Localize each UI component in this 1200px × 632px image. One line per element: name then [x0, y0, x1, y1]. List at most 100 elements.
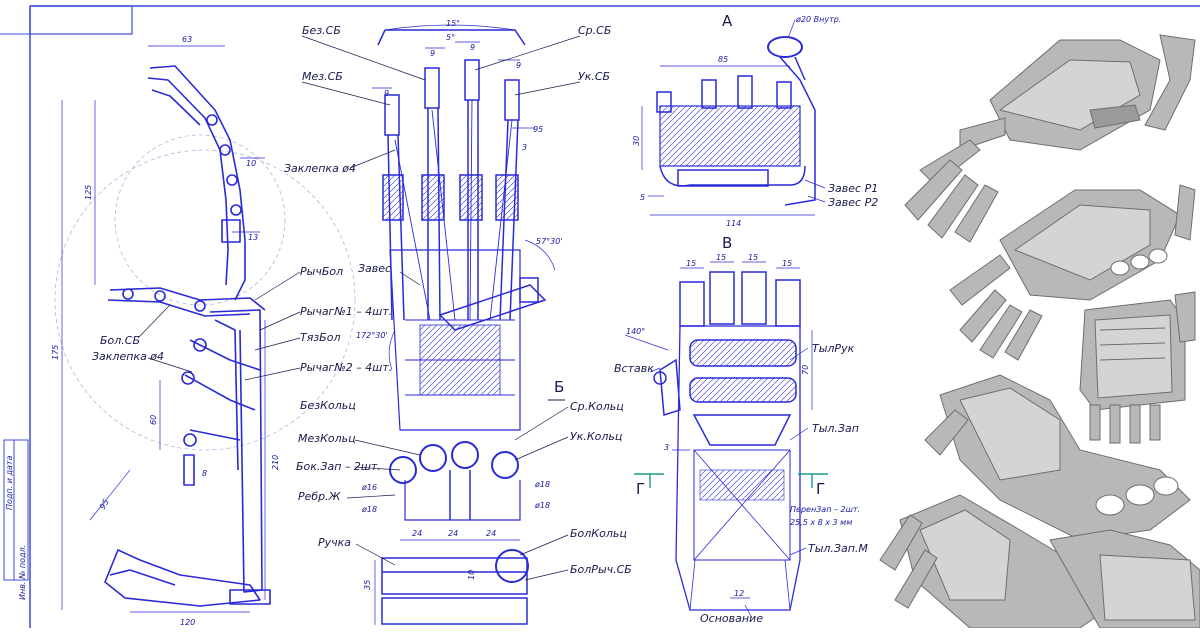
- dim-side-8: 8: [202, 469, 207, 478]
- render-mid-right: [1079, 291, 1196, 444]
- dim-side-60: 60: [149, 415, 158, 425]
- label-bol-sb: Бол.СБ: [100, 334, 140, 347]
- view-a: [641, 19, 826, 216]
- dim-front-9d: 9: [384, 89, 389, 98]
- dim-v-70: 70: [801, 365, 810, 375]
- dim-front-57: 57°30': [536, 237, 563, 246]
- label-sr-sb: Ср.СБ: [578, 24, 611, 37]
- dim-side-95: 95: [98, 498, 111, 511]
- label-osnovanie: Основание: [700, 612, 763, 625]
- stamp-side-2: Инв. № подл.: [18, 545, 27, 600]
- dim-a-114: 114: [726, 219, 741, 228]
- label-bol-rych: БолРыч.СБ: [570, 563, 632, 576]
- label-uk-kolc: Ук.Кольц: [570, 430, 622, 443]
- render-mid-left: [949, 184, 1196, 361]
- label-tyl-ruk: ТылРук: [812, 342, 855, 355]
- dim-v-3: 3: [664, 443, 669, 452]
- dim-a-30: 30: [632, 136, 641, 146]
- label-tyl-zap-m: Тыл.Зап.М: [808, 542, 868, 555]
- view-a-annotations: А ø20 Внутр. 85 30 5 114 Завес Р1 Завес …: [632, 12, 878, 228]
- render-bottom-upper: [924, 374, 1191, 541]
- label-peren-zap: ПеренЗап – 2шт.: [790, 505, 860, 514]
- side-view-labels: РычБол Рычаг№1 – 4шт. ТязБол Рычаг№2 – 4…: [92, 265, 392, 412]
- label-zaves-r1: Завес Р1: [828, 182, 878, 195]
- dim-front-9b: 9: [470, 43, 475, 52]
- label-sr-kolc: Ср.Кольц: [570, 400, 624, 413]
- dim-front-15deg: 15°: [446, 19, 460, 28]
- label-bok-zap: Бок.Зап – 2шт.: [296, 460, 381, 473]
- dim-side-125: 125: [84, 185, 93, 200]
- dim-side-210: 210: [271, 455, 280, 470]
- label-rychag2: Рычаг№2 – 4шт.: [300, 361, 392, 374]
- label-vstavk: Вставк: [614, 362, 654, 375]
- dim-front-d18a: ø18: [361, 505, 377, 514]
- label-rych-bol: РычБол: [300, 265, 343, 278]
- dim-side-13: 13: [248, 233, 258, 242]
- dim-front-d16: ø16: [361, 483, 377, 492]
- label-ruchka: Ручка: [318, 536, 351, 549]
- dim-front-24b: 24: [448, 529, 458, 538]
- dim-v-12: 12: [734, 589, 744, 598]
- dim-front-9c: 9: [516, 61, 521, 70]
- label-mez-kolc: МезКольц: [298, 432, 356, 445]
- label-tyl-zap: Тыл.Зап: [812, 422, 859, 435]
- stamp-side-1: Подп. и дата: [5, 455, 14, 510]
- front-view-dimensions: 15° 5° 9 9 9 9 95 3 57°30' 172°30' 24 24…: [356, 19, 563, 590]
- label-mez-sb: Мез.СБ: [302, 70, 343, 83]
- view-v: [624, 261, 813, 619]
- finger-pinky: [382, 94, 405, 321]
- dim-front-95: 95: [533, 125, 543, 134]
- label-d20-inner: ø20 Внутр.: [795, 15, 841, 24]
- label-uk-sb: Ук.СБ: [578, 70, 610, 83]
- dim-front-d18b: ø18: [534, 480, 550, 489]
- front-view-labels: Без.СБ Мез.СБ Ср.СБ Ук.СБ Заклепка ø4 За…: [284, 24, 632, 581]
- dim-front-35: 35: [363, 580, 372, 590]
- dim-side-120: 120: [180, 618, 195, 627]
- dim-front-172: 172°30': [356, 331, 388, 340]
- section-g-right-mark: [798, 473, 828, 488]
- dim-side-63: 63: [182, 35, 192, 44]
- section-g-left-mark: [634, 473, 664, 488]
- label-zaves: Завес: [358, 262, 391, 275]
- dim-front-9a: 9: [430, 49, 435, 58]
- dim-v-15c: 15: [748, 253, 758, 262]
- finger-index: [495, 79, 520, 321]
- dim-front-3: 3: [522, 143, 527, 152]
- section-g-left: Г: [636, 480, 645, 498]
- dim-side-175: 175: [51, 345, 60, 360]
- side-view-dimensions: 63 175 125 10 13 60 95 210 8 120: [51, 35, 280, 627]
- dim-a-85: 85: [718, 55, 728, 64]
- view-a-title: А: [722, 12, 733, 30]
- label-zaklepka-front: Заклепка ø4: [284, 162, 356, 175]
- section-b-mark: Б: [554, 378, 564, 396]
- label-bez-kolc: БезКольц: [300, 399, 356, 412]
- label-rychag1: Рычаг№1 – 4шт.: [300, 305, 392, 318]
- dim-v-140: 140°: [626, 327, 645, 336]
- dim-front-24c: 24: [486, 529, 496, 538]
- label-tyaz-bol: ТязБол: [300, 331, 341, 344]
- sheet-frame: [0, 5, 1200, 628]
- label-rebr: Ребр.Ж: [298, 490, 342, 503]
- label-zaves-r2: Завес Р2: [828, 196, 878, 209]
- front-view: [372, 24, 556, 625]
- dim-front-5deg: 5°: [446, 33, 455, 42]
- label-zaklepka-side: Заклепка ø4: [92, 350, 164, 363]
- side-view: [54, 45, 356, 613]
- label-bol-kolc: БолКольц: [570, 527, 627, 540]
- dim-v-15d: 15: [782, 259, 792, 268]
- view-v-title: В: [722, 234, 732, 252]
- stamp-column: Подп. и дата Инв. № подл.: [5, 455, 27, 600]
- dim-a-5: 5: [640, 193, 645, 202]
- view-v-annotations: В 15 15 15 15 140° 70 3 12 Вставк ТылРук…: [614, 234, 868, 625]
- dim-v-15b: 15: [716, 253, 726, 262]
- render-top: [904, 34, 1196, 243]
- section-g-right: Г: [816, 480, 825, 498]
- dim-side-10: 10: [246, 159, 256, 168]
- section-g-marks: Г Г: [634, 473, 828, 498]
- finger-ring: [421, 67, 445, 321]
- dim-front-10: 10: [467, 570, 476, 580]
- render-bottom-lower: [879, 494, 1200, 629]
- label-peren-zap-size: 25,5 х 8 х 3 мм: [790, 518, 852, 527]
